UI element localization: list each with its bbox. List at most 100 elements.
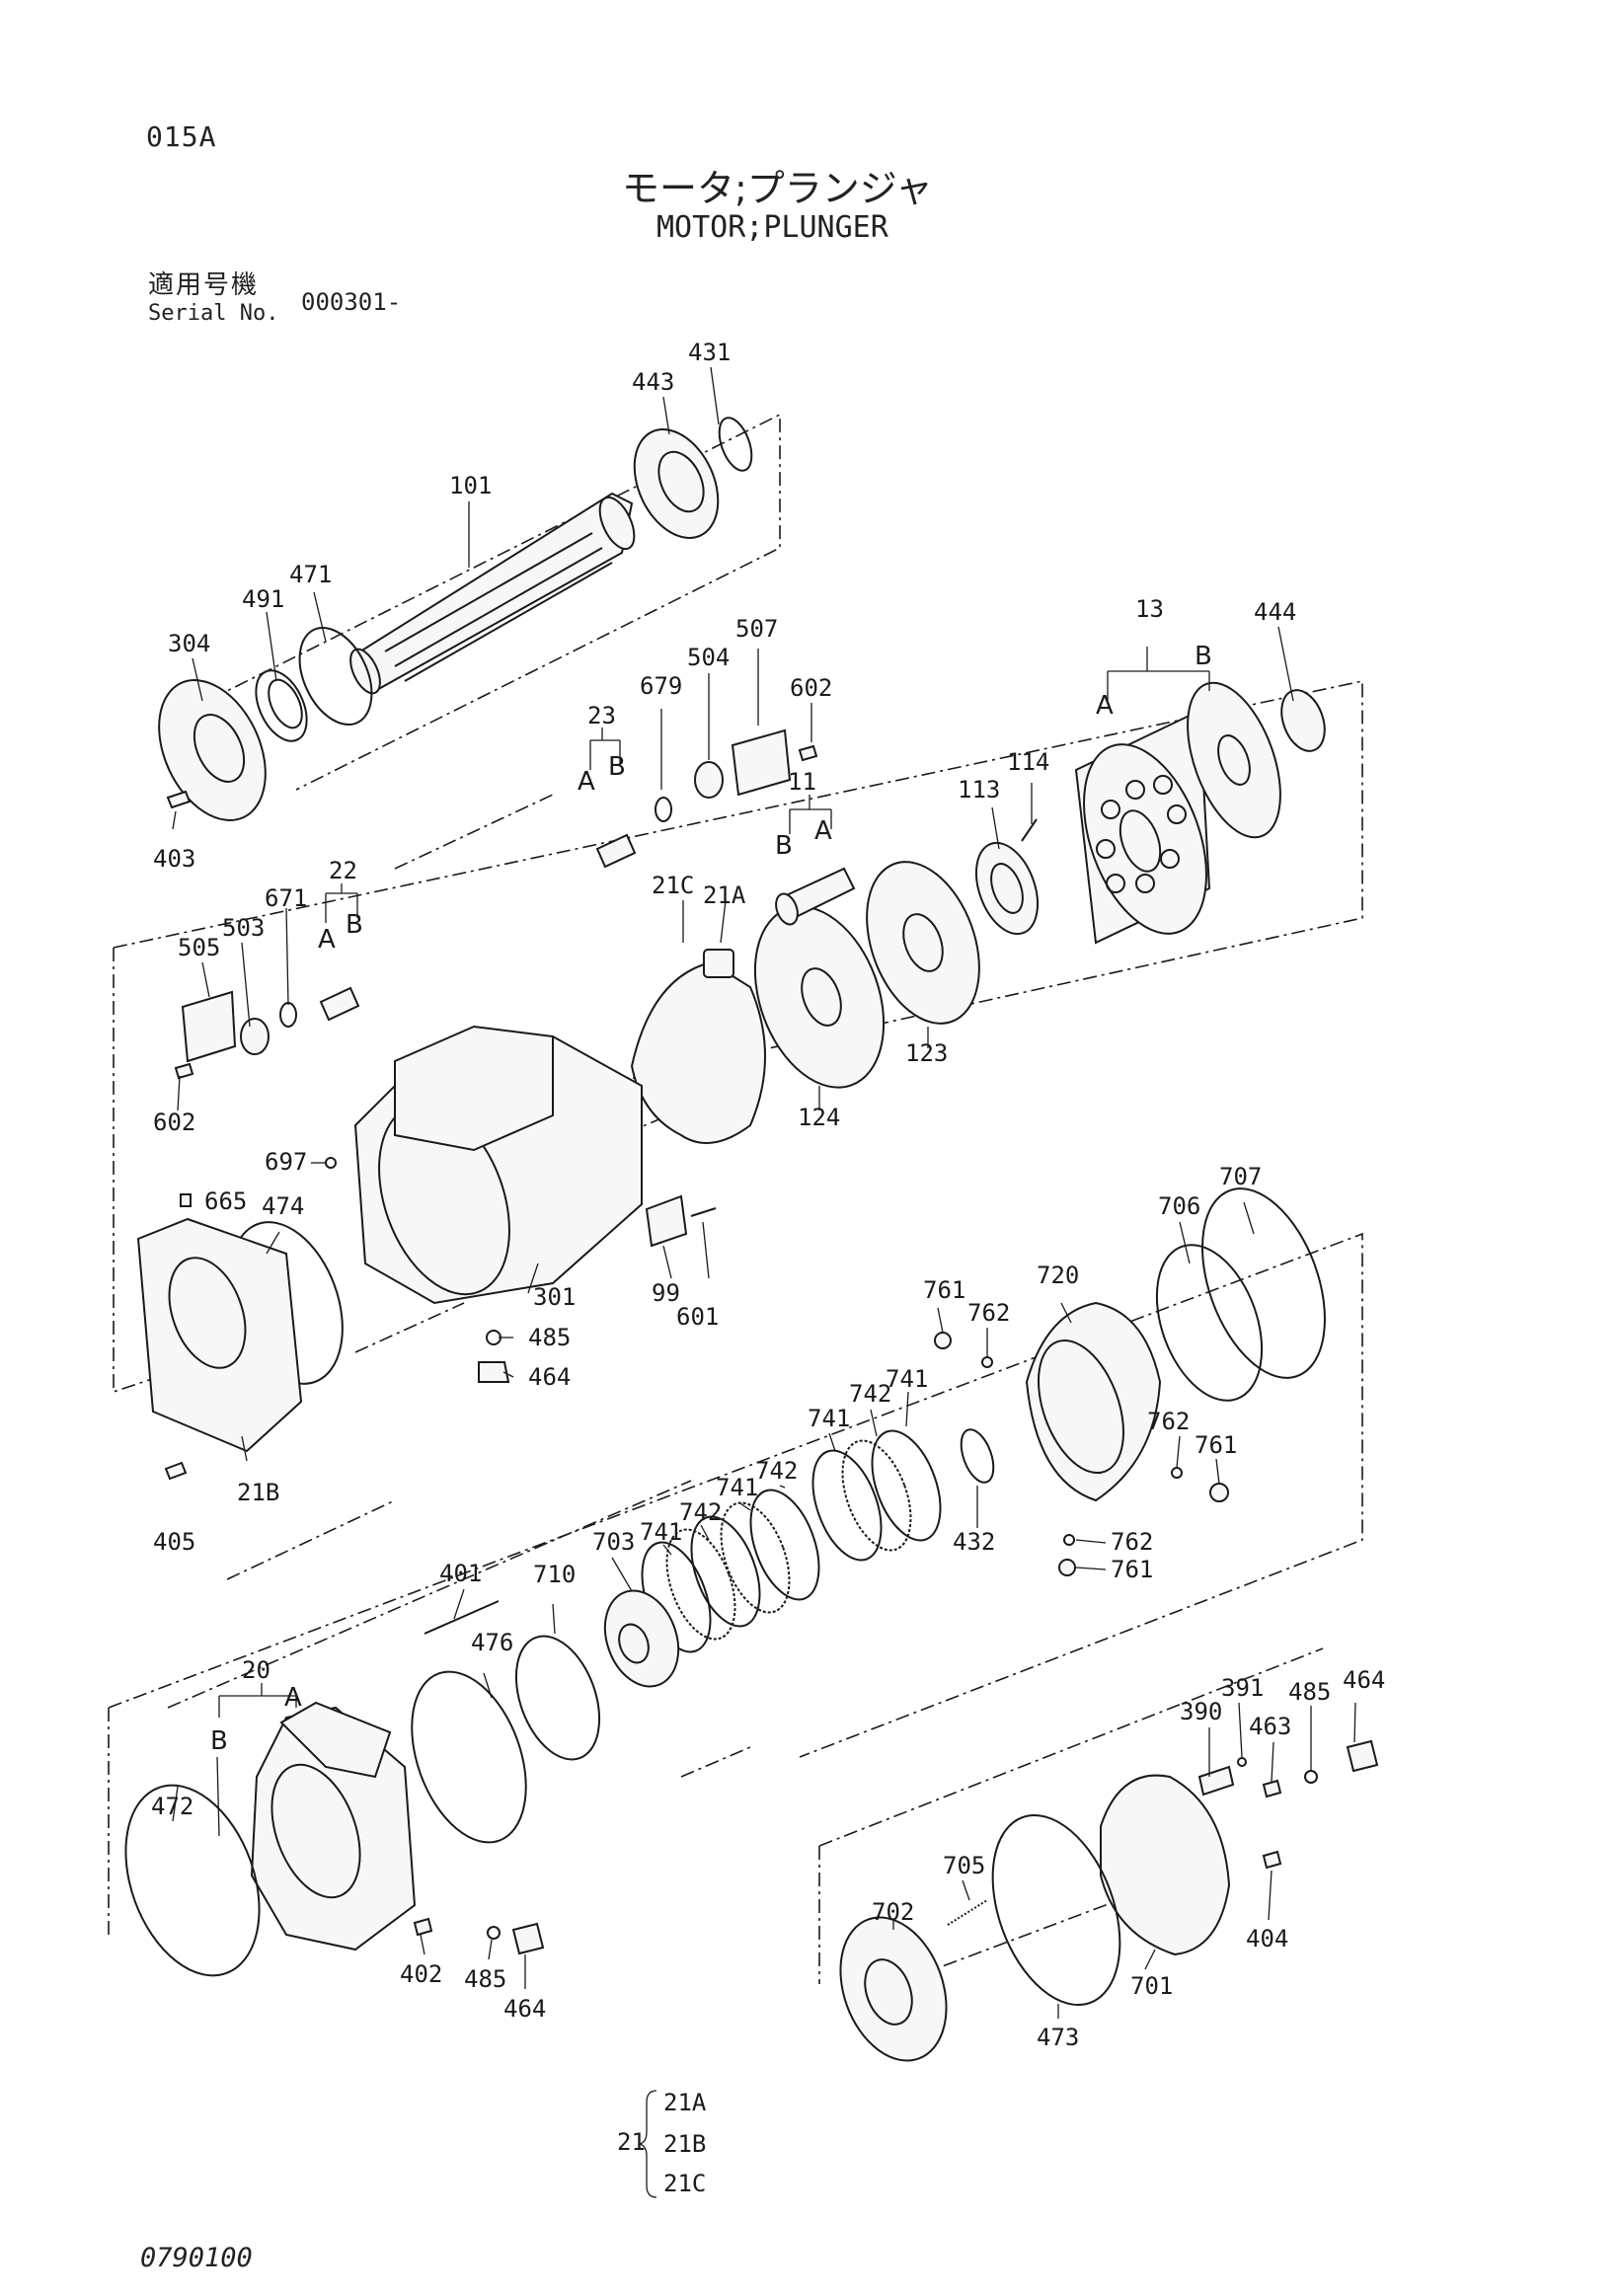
label-762-top: 762 xyxy=(967,1299,1010,1327)
label-432: 432 xyxy=(953,1528,995,1556)
label-707: 707 xyxy=(1219,1163,1262,1190)
o-ring-762-right-drawing xyxy=(1171,1467,1183,1479)
label-741-a: 741 xyxy=(886,1365,928,1393)
piston-702-drawing xyxy=(839,1916,948,2062)
casing-301-drawing xyxy=(353,1025,643,1305)
label-23B: B xyxy=(608,752,626,782)
label-471: 471 xyxy=(289,561,332,588)
label-22A: A xyxy=(318,925,336,955)
screw-403-drawing xyxy=(166,790,192,809)
screw-404-drawing xyxy=(1262,1850,1282,1870)
label-503: 503 xyxy=(222,914,265,942)
o-ring-476-drawing xyxy=(411,1670,527,1844)
label-20: 20 xyxy=(242,1656,270,1684)
label-444: 444 xyxy=(1254,598,1296,626)
o-ring-762-top-drawing xyxy=(981,1356,993,1368)
label-13A: A xyxy=(1096,691,1114,721)
o-ring-762-low-drawing xyxy=(1063,1534,1075,1546)
valve-99-drawing xyxy=(645,1194,688,1248)
cylinder-block-13-drawing xyxy=(1074,709,1211,945)
cover-507-drawing xyxy=(731,728,792,797)
plug-761-low-drawing xyxy=(1058,1559,1076,1576)
label-761-low: 761 xyxy=(1111,1556,1153,1583)
label-114: 114 xyxy=(1007,748,1049,776)
plug-503-drawing xyxy=(240,1018,270,1055)
label-485-low: 485 xyxy=(464,1965,506,1993)
label-463: 463 xyxy=(1249,1713,1291,1740)
plug-464-low-drawing xyxy=(511,1922,545,1955)
label-701: 701 xyxy=(1130,1972,1173,2000)
label-705: 705 xyxy=(943,1852,985,1879)
o-ring-485-low-drawing xyxy=(487,1926,501,1940)
ring-491-drawing xyxy=(255,669,308,742)
brake-piston-720-drawing xyxy=(1025,1301,1162,1502)
serial-label-english: Serial No. xyxy=(148,301,279,326)
label-702: 702 xyxy=(872,1898,914,1926)
label-301: 301 xyxy=(533,1283,576,1311)
label-11A: A xyxy=(814,816,832,846)
label-99: 99 xyxy=(652,1279,680,1307)
label-464-right: 464 xyxy=(1343,1666,1385,1694)
label-741-c: 741 xyxy=(716,1474,758,1501)
leader-lines xyxy=(172,366,1356,2019)
plug-504-drawing xyxy=(694,761,724,799)
plug-23-drawing xyxy=(595,797,672,869)
title-japanese: モータ;プランジャ xyxy=(622,167,933,210)
label-761-top: 761 xyxy=(923,1276,965,1304)
page-code: 015A xyxy=(146,120,217,153)
o-ring-706-drawing xyxy=(1155,1244,1264,1402)
label-507: 507 xyxy=(735,615,778,643)
seal-cover-304-drawing xyxy=(158,679,267,821)
flange-21B-drawing xyxy=(136,1217,303,1453)
swash-plate-21A-drawing xyxy=(630,949,766,1144)
label-720: 720 xyxy=(1037,1262,1079,1289)
part-labels: 101 443 431 304 491 471 403 13 A B 444 1… xyxy=(151,339,1385,2051)
spring-705-drawing xyxy=(947,1899,988,1926)
cover-505-drawing xyxy=(181,990,237,1063)
plug-665-drawing xyxy=(180,1193,192,1207)
o-ring-471-drawing xyxy=(298,626,373,727)
label-13B: B xyxy=(1195,642,1212,671)
o-ring-707-drawing xyxy=(1201,1187,1326,1379)
label-706: 706 xyxy=(1158,1192,1200,1220)
label-671: 671 xyxy=(265,884,307,912)
valve-block-20-drawing xyxy=(250,1701,417,1952)
label-602-left: 602 xyxy=(153,1109,195,1136)
label-742-a: 742 xyxy=(849,1380,891,1408)
label-21C: 21C xyxy=(652,872,694,899)
label-391: 391 xyxy=(1221,1674,1264,1702)
bearing-443-drawing xyxy=(633,428,720,539)
label-11B: B xyxy=(775,831,793,861)
label-390: 390 xyxy=(1180,1698,1222,1725)
title-english: MOTOR;PLUNGER xyxy=(656,210,888,245)
legend-group-number: 21 xyxy=(617,2128,646,2156)
label-21B: 21B xyxy=(237,1479,279,1506)
label-679: 679 xyxy=(640,672,682,700)
label-402: 402 xyxy=(400,1960,442,1988)
label-761-right: 761 xyxy=(1195,1431,1237,1459)
group-legend: 21 21A 21B 21C xyxy=(617,2089,707,2198)
label-491: 491 xyxy=(242,585,284,613)
label-601: 601 xyxy=(676,1303,719,1331)
plug-464-right-drawing xyxy=(1346,1739,1379,1773)
hub-703-drawing xyxy=(603,1589,680,1688)
piston-11-drawing xyxy=(775,867,856,926)
label-23A: A xyxy=(578,767,595,797)
o-ring-710-drawing xyxy=(514,1635,601,1761)
label-123: 123 xyxy=(905,1039,948,1067)
label-762-low: 762 xyxy=(1111,1528,1153,1556)
label-485-upper: 485 xyxy=(528,1324,571,1351)
plug-464-upper-drawing xyxy=(478,1361,510,1383)
label-697: 697 xyxy=(265,1148,307,1176)
snap-ring-431-drawing xyxy=(718,417,753,472)
label-11: 11 xyxy=(788,768,816,796)
label-472: 472 xyxy=(151,1793,193,1820)
bearing-113-drawing xyxy=(974,841,1040,936)
plug-761-right-drawing xyxy=(1209,1483,1229,1502)
label-703: 703 xyxy=(592,1528,635,1556)
label-101: 101 xyxy=(449,472,492,499)
label-404: 404 xyxy=(1246,1925,1288,1952)
shaft-101-drawing xyxy=(349,492,636,695)
cover-701-drawing xyxy=(1100,1774,1231,1956)
